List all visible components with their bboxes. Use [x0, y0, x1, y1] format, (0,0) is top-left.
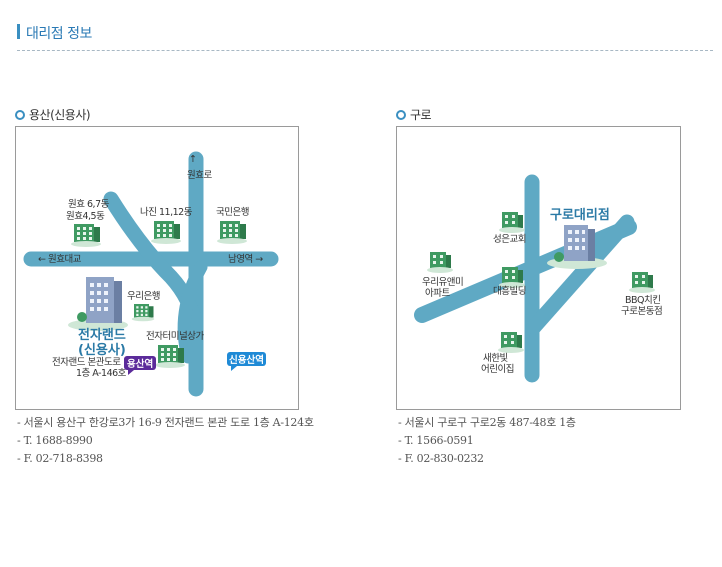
- branch-tel: - T. 1688-8990: [17, 434, 93, 447]
- branch-yongsan-heading: 용산(신용사): [15, 104, 91, 123]
- map-label-church: 성은교회: [493, 234, 526, 245]
- station-yongsan-badge: 용산역: [124, 356, 156, 375]
- map-label-najin: 나진 11,12동: [140, 207, 193, 218]
- building-icon: [427, 252, 453, 273]
- guro-branch-building-icon: [547, 225, 607, 269]
- page-title: 대리점 정보: [26, 26, 92, 42]
- branch-yongsan-info: - 서울시 용산구 한강로3가 16-9 전자랜드 본관 도로 1층 A-124…: [17, 414, 314, 468]
- map-label-bbq-1: BBQ치킨: [625, 294, 661, 306]
- branch-guro-info: - 서울시 구로구 구로2동 487-48호 1층 - T. 1566-0591…: [398, 414, 576, 468]
- branch-address: - 서울시 용산구 한강로3가 16-9 전자랜드 본관 도로 1층 A-124…: [17, 416, 314, 429]
- building-icon: [499, 267, 525, 288]
- map-label-wonhyo-2: 원효4,5동: [66, 211, 105, 222]
- branch-yongsan-name: 용산(신용사): [29, 108, 91, 122]
- map-label-store-1: 전자랜드 본관도로: [52, 357, 121, 368]
- station-sinyongsan-badge: 신용산역: [227, 352, 266, 371]
- map-label-apt-1: 우리유앤미: [422, 277, 463, 288]
- branch-address: - 서울시 구로구 구로2동 487-48호 1층: [398, 416, 576, 429]
- building-icon: [629, 272, 655, 293]
- building-icon: [499, 212, 525, 233]
- branch-fax: - F. 02-830-0232: [398, 452, 484, 465]
- map-label-branch: 구로대리점: [550, 207, 610, 223]
- map-label-landmark-1: 전자랜드: [78, 327, 126, 343]
- title-accent-bar: [17, 24, 20, 39]
- branch-yongsan: 용산(신용사) ↑ 원효로 ← 원효대교: [15, 104, 314, 484]
- title-divider: [17, 50, 713, 51]
- building-icon: [151, 221, 181, 244]
- map-label-kookmin: 국민은행: [216, 206, 249, 218]
- building-icon: [131, 304, 155, 322]
- building-icon: [71, 224, 101, 247]
- map-label-wonhyo-1: 원효 6,7동: [68, 199, 110, 210]
- map-label-road-north: 원효로: [187, 170, 212, 181]
- road-network: [23, 151, 279, 397]
- branch-fax: - F. 02-718-8398: [17, 452, 103, 465]
- branch-guro-heading: 구로: [396, 104, 432, 123]
- branch-guro-name: 구로: [410, 108, 432, 122]
- branch-tel: - T. 1566-0591: [398, 434, 474, 447]
- arrow-up-icon: ↑: [189, 154, 196, 165]
- map-label-landmark-2: (신용사): [78, 342, 126, 358]
- circle-bullet-icon: [396, 109, 406, 120]
- map-label-road-east: 남영역 →: [228, 254, 263, 265]
- map-label-terminal: 전자터미널상가: [146, 331, 204, 342]
- map-label-apt-2: 아파트: [425, 288, 450, 299]
- station-sinyongsan-label: 신용산역: [229, 354, 264, 366]
- map-label-store-2: 1층 A-146호: [76, 368, 127, 379]
- map-label-daycare-1: 새한빛: [483, 353, 508, 364]
- map-label-daeheung: 대흥빌딩: [493, 285, 526, 297]
- map-label-bbq-2: 구로본동점: [621, 305, 662, 317]
- map-label-daycare-2: 어린이집: [481, 363, 514, 375]
- building-icon: [217, 221, 247, 244]
- map-label-woori: 우리은행: [127, 290, 160, 302]
- map-yongsan[interactable]: ↑ 원효로 ← 원효대교 남영역 → 원효 6,7동 원효4,5동 나진 11,…: [15, 126, 299, 410]
- jeonjaland-building-icon: [68, 277, 128, 331]
- circle-bullet-icon: [15, 109, 25, 120]
- building-icon: [155, 345, 185, 368]
- branch-guro: 구로 구로대리점: [396, 104, 686, 484]
- map-label-road-west: ← 원효대교: [38, 254, 82, 265]
- map-guro[interactable]: 구로대리점 성은교회 우리유앤미 아파트 대흥빌딩 BBQ치킨: [396, 126, 681, 410]
- station-yongsan-label: 용산역: [127, 358, 153, 370]
- building-icon: [498, 332, 524, 353]
